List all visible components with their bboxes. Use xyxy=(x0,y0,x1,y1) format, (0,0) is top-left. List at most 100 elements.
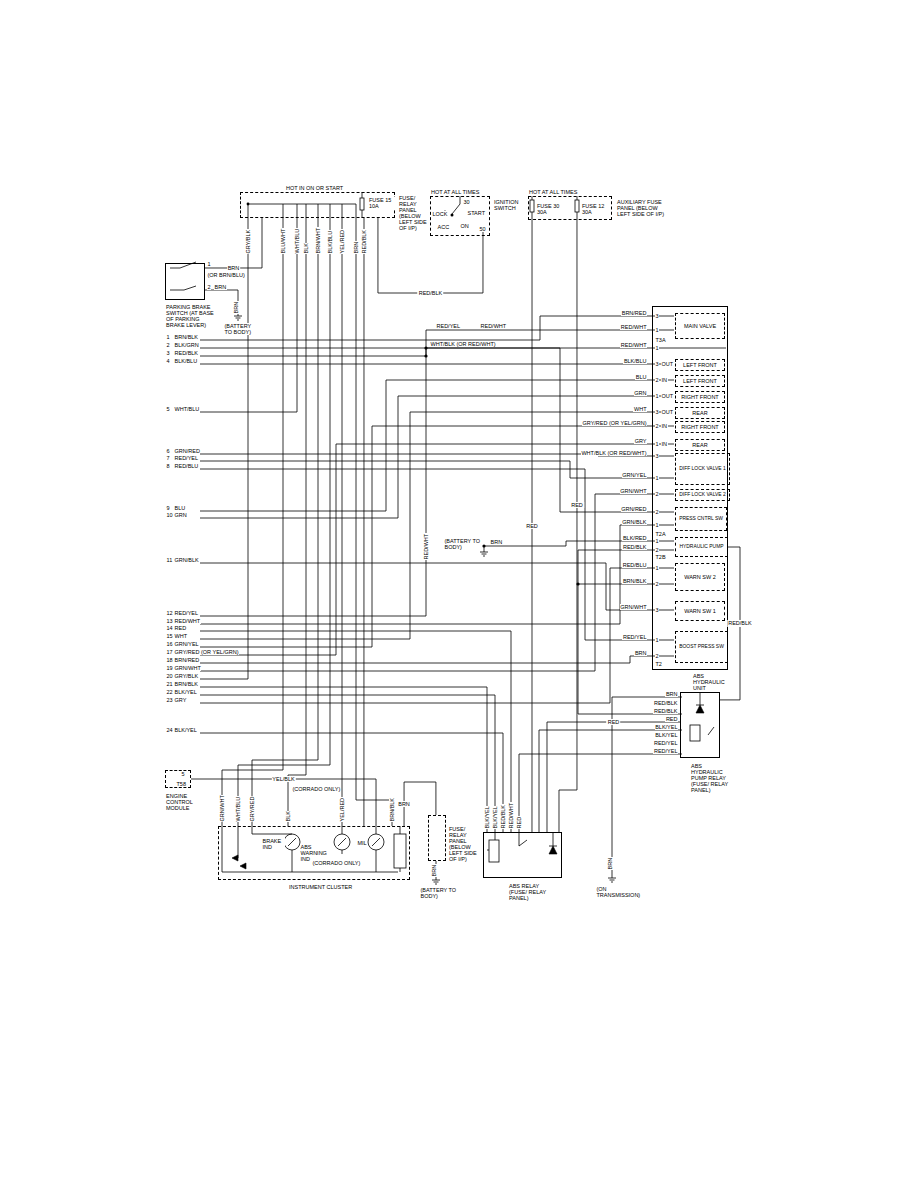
wire-label: 7 xyxy=(166,455,170,461)
wire-label: BLK/YEL xyxy=(174,689,197,695)
wire-label: RED/WHT xyxy=(508,802,514,829)
node-text: LEFT FRONT xyxy=(682,362,718,368)
wire-label: BRN/BLK xyxy=(389,797,395,822)
wire-label: GRN/BLK xyxy=(174,557,199,563)
wire-label: 21 xyxy=(166,681,173,687)
node-text: WARN SW 1 xyxy=(683,608,717,614)
wire-label: GRY/RED (OR YEL/GRN) xyxy=(582,420,647,426)
node-text: FUSE 15 10A xyxy=(369,197,395,209)
wire-label: RED/BLK xyxy=(653,708,678,714)
wire-label: RED/BLK xyxy=(361,229,367,254)
wire-label: BRN xyxy=(665,691,678,697)
wire-label: WHT xyxy=(633,406,647,412)
wire-label: 8 xyxy=(166,463,170,469)
fuse-symbol xyxy=(530,200,534,212)
wire-label: GRY/RED (OR YEL/GRN) xyxy=(174,649,239,655)
wire-label: BRN/BLK xyxy=(622,578,647,584)
node-text: REAR xyxy=(691,442,708,448)
wire-label: 2 xyxy=(655,423,659,429)
wire-label: 4 xyxy=(166,358,170,364)
wire-label: 1 xyxy=(655,327,659,333)
wire-label: GRY/RED xyxy=(249,796,255,822)
wire-label: 10 xyxy=(166,512,173,518)
node-text: REAR xyxy=(691,410,708,416)
wire-label: 1 xyxy=(655,637,659,643)
wire-label: 2 xyxy=(655,377,659,383)
wire-label: 1 xyxy=(166,334,170,340)
wire-label: (ON TRANSMISSION) xyxy=(596,886,633,898)
wire-label: BRN/RED xyxy=(174,657,200,663)
wire-label: BLU xyxy=(635,374,647,380)
wire-label: 3 xyxy=(655,361,659,367)
diode-symbol xyxy=(232,705,704,869)
wire-label: 2 xyxy=(166,342,170,348)
wire-label: BLK/YEL xyxy=(484,806,490,829)
wire-label: GRY/BLK xyxy=(174,673,199,679)
wire-label: 1 xyxy=(655,441,659,447)
wire-label: 12 xyxy=(166,610,173,616)
wire-label: 1 xyxy=(655,538,659,544)
wire-label: BLK/BLU xyxy=(174,358,198,364)
node-text: RIGHT FRONT xyxy=(680,394,719,400)
node-text: FUSE 30 30A xyxy=(537,203,563,215)
junction-dot xyxy=(247,203,250,206)
wire-label: RED/BLK xyxy=(418,290,444,296)
wire-label: T2B xyxy=(655,554,666,560)
wire-label: BRN xyxy=(431,864,437,877)
wire-label: RED/BLK xyxy=(500,804,506,829)
node-text: PRESS CNTRL SW xyxy=(678,516,724,521)
wire-label: BLU xyxy=(174,505,186,511)
wire-label: IN xyxy=(661,377,668,383)
wire-label: 50 xyxy=(479,226,486,232)
coil-symbol xyxy=(690,725,700,741)
wire-label: 5 xyxy=(166,406,170,412)
wire-label: 15 xyxy=(166,633,173,639)
wire-label: 1 xyxy=(655,522,659,528)
wire-label: 2 xyxy=(207,284,211,290)
wire-label: 1 xyxy=(207,261,211,267)
wire-label: OUT xyxy=(661,393,674,399)
valve-box: LEFT FRONT xyxy=(675,375,725,387)
wire-label: IN xyxy=(661,441,668,447)
wire-label: GRN/WHT xyxy=(620,604,647,610)
wire-label: BRN xyxy=(397,801,411,807)
wire-label: BRN xyxy=(353,241,359,254)
wire-label: 13 xyxy=(166,618,173,624)
junction-dot xyxy=(451,214,454,217)
wire-label: BRN/BLK xyxy=(174,681,199,687)
wire-label: (CORRADO ONLY) xyxy=(292,786,341,792)
valve-box: HYDRAULIC PUMP xyxy=(675,537,728,557)
wire-label: RED/BLK xyxy=(174,350,199,356)
node-text: MAIN VALVE xyxy=(683,323,717,329)
node-text: FUSE/ RELAY PANEL (BELOW LEFT SIDE OF I/… xyxy=(399,195,429,231)
wire-label: RED/BLU xyxy=(622,562,647,568)
valve-box: DIFF LOCK VALVE 2 xyxy=(675,489,730,501)
wire-label: BLK/YEL xyxy=(655,732,678,738)
wire-label: BLK/RED xyxy=(622,535,647,541)
wire-connector xyxy=(559,220,577,832)
wire-label: 30 xyxy=(463,199,470,205)
wire-label: 5 xyxy=(181,771,185,777)
node-text: ABS HYDRAULIC UNIT xyxy=(693,673,737,691)
wire-label: T3A xyxy=(655,337,666,343)
valve-box: REAR xyxy=(675,439,725,451)
junction-dot xyxy=(482,544,485,547)
pump-relay: ABS HYDRAULIC PUMP RELAY (FUSE/ RELAY PA… xyxy=(680,692,720,758)
valve-box: LEFT FRONT xyxy=(675,359,725,371)
wire-label: LOCK xyxy=(432,211,448,217)
wire-label: ON xyxy=(460,223,469,229)
wire-label: (OR RED/WHT) xyxy=(456,341,496,347)
wire-label: 23 xyxy=(166,697,173,703)
wire-label: RED/YEL xyxy=(653,748,678,754)
wire-label: RED xyxy=(174,625,187,631)
node-text: PARKING BRAKE SWITCH (AT BASE OF PARKING… xyxy=(166,304,216,328)
wire-label: 14 xyxy=(166,625,173,631)
wire-label: ACC xyxy=(437,224,450,230)
wire-label: BRN xyxy=(233,301,239,314)
valve-box: DIFF LOCK VALVE 1 xyxy=(675,453,730,485)
wire-label: T58 xyxy=(176,781,186,787)
node-text: FUSE 12 30A xyxy=(582,203,608,215)
wire-label: 9 xyxy=(166,505,170,511)
fuse-symbol xyxy=(360,198,364,210)
fuse-panel: HOT IN ON OR STARTFUSE 15 10AFUSE/ RELAY… xyxy=(240,192,395,218)
